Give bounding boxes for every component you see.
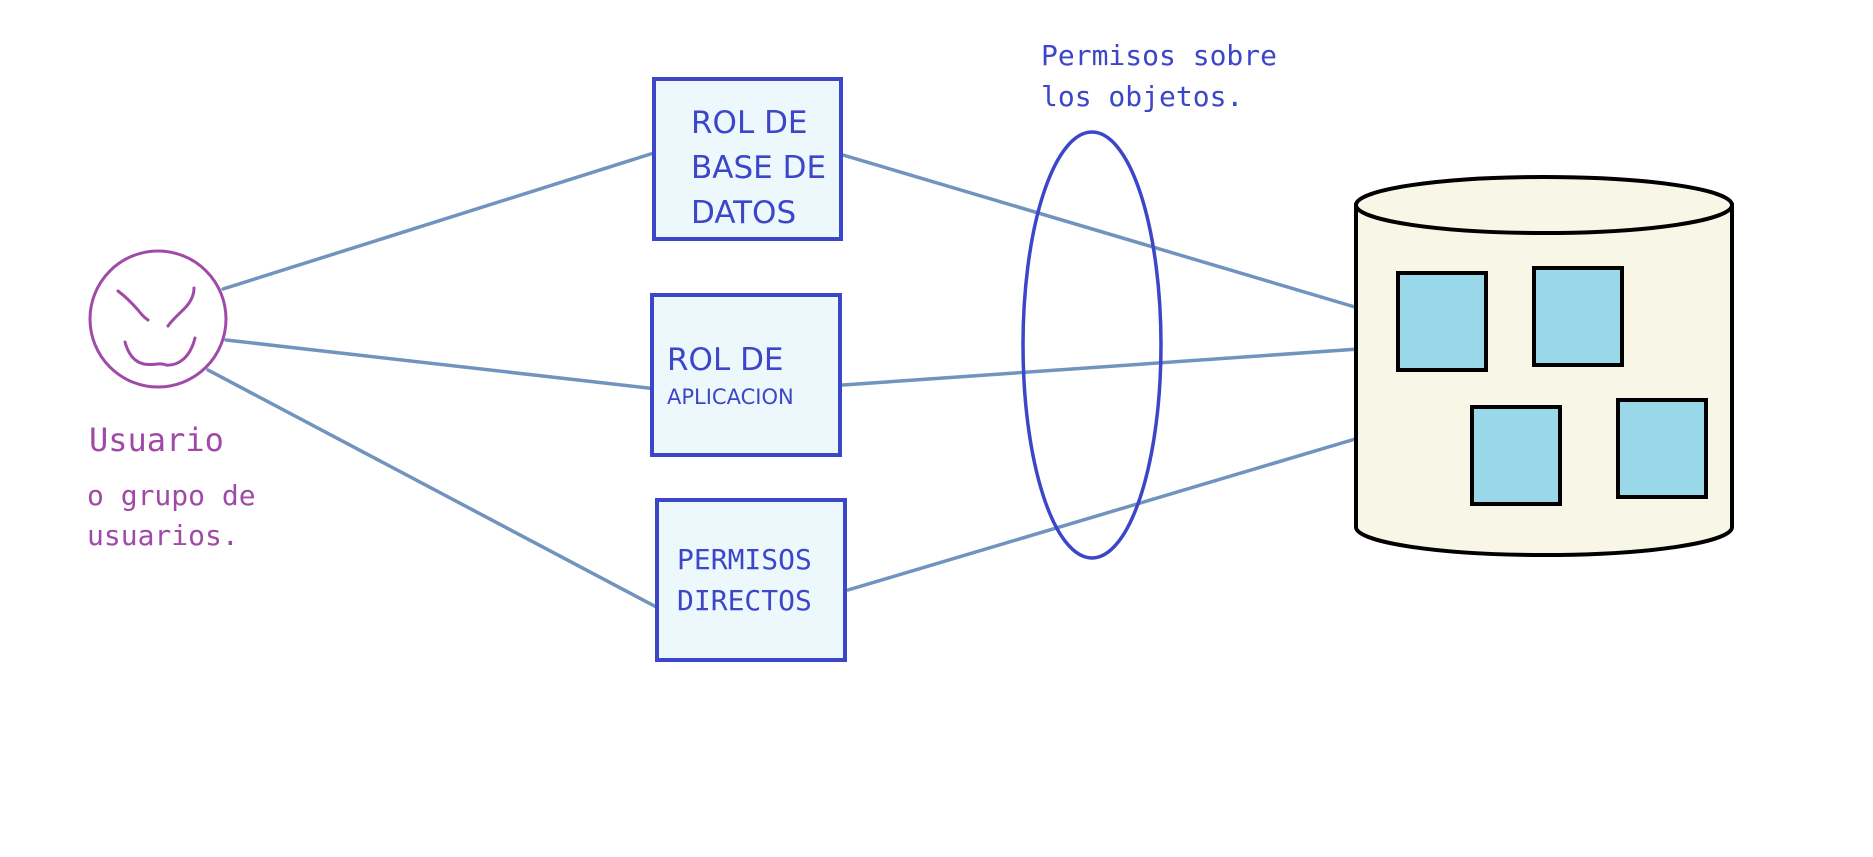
database-connectors <box>841 153 1375 592</box>
app-role-box-frame <box>650 293 842 457</box>
user-label: Usuario <box>89 421 224 459</box>
db-role-line2: BASE DE <box>691 150 826 186</box>
connector-db-role-to-database <box>841 153 1367 312</box>
permissions-note-line2: los objetos. <box>1041 80 1243 113</box>
db-role-line3: DATOS <box>691 195 796 231</box>
connector-user-to-direct-perms <box>206 368 664 612</box>
user-sublabel-line1: o grupo de <box>87 479 256 512</box>
db-role-box: ROL DE BASE DE DATOS <box>652 77 843 241</box>
user-sublabel-line2: usuarios. <box>87 519 239 552</box>
connector-direct-perms-to-database <box>846 435 1364 592</box>
smiley-face-icon <box>88 249 228 389</box>
permissions-ellipse <box>1021 130 1163 560</box>
permissions-note-line1: Permisos sobre <box>1041 39 1277 72</box>
db-role-box-frame <box>652 77 843 241</box>
app-role-line1: ROL DE <box>667 342 784 378</box>
database-object-3 <box>1470 405 1562 506</box>
connector-user-to-app-role <box>224 338 659 391</box>
db-role-line1: ROL DE <box>691 105 808 141</box>
database-object-1 <box>1396 271 1488 372</box>
user-mouth <box>123 336 197 367</box>
database-object-2 <box>1532 266 1624 367</box>
app-role-line2: APLICACION <box>667 385 794 409</box>
direct-perms-box-frame <box>655 498 847 662</box>
database-top <box>1354 175 1734 235</box>
app-role-box: ROL DE APLICACION <box>650 293 842 457</box>
direct-perms-box: PERMISOS DIRECTOS <box>655 498 847 662</box>
permissions-note: Permisos sobre los objetos. <box>1041 39 1277 113</box>
database-object-4 <box>1616 398 1708 499</box>
user-right-eye <box>166 286 196 328</box>
user-left-eye <box>116 289 150 322</box>
direct-perms-line2: DIRECTOS <box>677 584 812 617</box>
user-face-circle <box>88 249 228 389</box>
connector-user-to-db-role <box>221 150 659 291</box>
user-connectors <box>206 150 664 612</box>
direct-perms-line1: PERMISOS <box>677 543 812 576</box>
database-cylinder-icon <box>1354 175 1734 557</box>
connector-app-role-to-database <box>841 346 1375 387</box>
